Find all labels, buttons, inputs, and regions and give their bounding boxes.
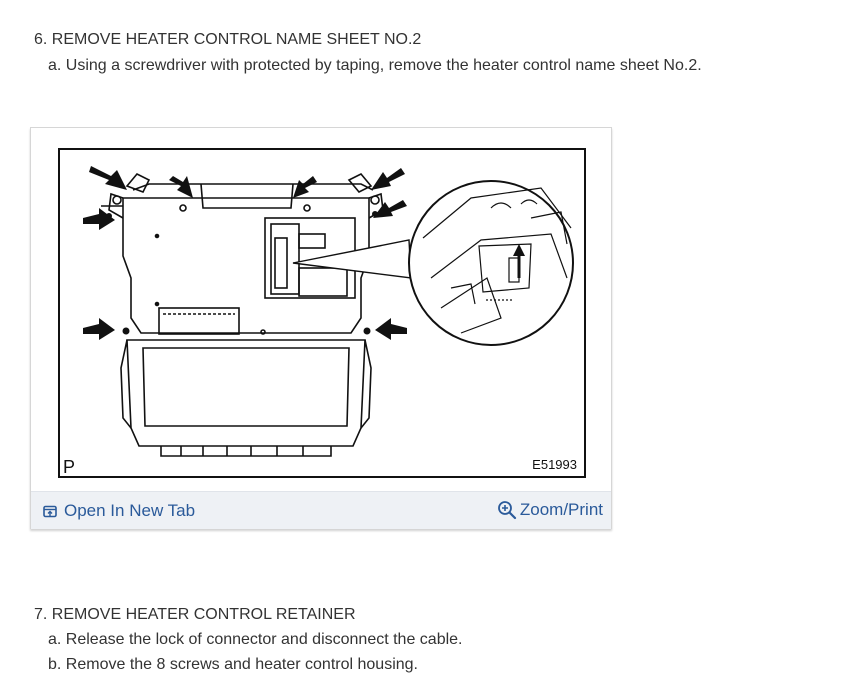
open-in-new-tab-link[interactable]: Open In New Tab — [43, 501, 195, 521]
step-6-instruction-a: a. Using a screwdriver with protected by… — [48, 57, 702, 74]
open-new-tab-icon — [43, 505, 57, 517]
step-7-title: 7. REMOVE HEATER CONTROL RETAINER — [34, 606, 356, 623]
zoom-print-label: Zoom/Print — [519, 500, 603, 519]
heater-control-diagram[interactable]: P E51993 — [31, 128, 611, 488]
step-7-instruction-b: b. Remove the 8 screws and heater contro… — [48, 656, 418, 673]
step-6-title: 6. REMOVE HEATER CONTROL NAME SHEET NO.2 — [34, 31, 422, 48]
zoom-print-link[interactable]: Zoom/Print — [497, 500, 603, 520]
figure-toolbar: Open In New Tab Zoom/Print — [31, 491, 611, 529]
figure-code: E51993 — [532, 457, 577, 472]
zoom-in-icon — [497, 501, 516, 520]
open-in-new-tab-label: Open In New Tab — [64, 501, 196, 520]
step-7-instruction-a: a. Release the lock of connector and dis… — [48, 631, 463, 648]
figure-corner-label: P — [63, 457, 75, 477]
figure-card: P E51993 Open In New Tab Zoom/Print — [30, 127, 612, 529]
